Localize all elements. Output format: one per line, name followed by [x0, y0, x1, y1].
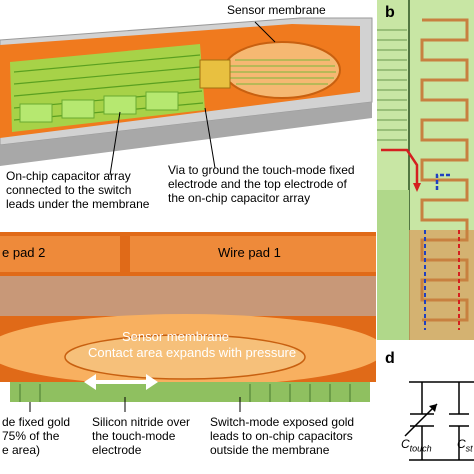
- capacitor-array-line-2: connected to the switch: [6, 182, 132, 197]
- panel-b-layout-illustration: [377, 0, 474, 340]
- separator-vertical: [376, 0, 377, 474]
- bottom-lead-lines: [19, 384, 351, 402]
- fixed-gold-label: de fixed gold 75% of the e area): [2, 415, 71, 457]
- via-line-1: Via to ground the touch-mode fixed: [168, 163, 355, 177]
- variable-arrow-head: [429, 404, 437, 412]
- leader-membrane: [254, 21, 276, 43]
- via-line-3: the on-chip capacitor array: [168, 190, 311, 205]
- panel-b: b: [377, 0, 474, 340]
- panel-d: d Ctouch Cst: [377, 342, 474, 474]
- via-line-2: electrode and the top electrode of: [168, 176, 347, 191]
- c-st-sub: st: [465, 443, 473, 454]
- fixed-gold-line-3: e area): [2, 442, 41, 457]
- variable-arrow-line: [404, 403, 438, 437]
- panel-b-letter: b: [385, 4, 395, 21]
- c-st-main: C: [457, 437, 466, 451]
- switch-mode-label: Switch-mode exposed gold leads to on-chi…: [210, 415, 355, 457]
- c-touch-main: C: [401, 437, 410, 451]
- contact-area: [64, 334, 306, 380]
- wire-pad-1-label: Wire pad 1: [218, 245, 281, 260]
- membrane-label-line-2: Contact area expands with pressure: [88, 345, 297, 360]
- expand-arrow-left: [84, 374, 96, 390]
- c-touch-sub: touch: [409, 443, 432, 454]
- panel-a: Sensor membrane On-chip capacitor array …: [0, 0, 376, 230]
- switch-mode-line-3: outside the membrane: [210, 442, 330, 457]
- capacitor-array-line-1: On-chip capacitor array: [6, 169, 131, 183]
- silicon-nitride-line-3: electrode: [92, 442, 142, 457]
- green-strip: [10, 382, 370, 402]
- membrane-ellipse: [223, 41, 341, 99]
- silicon-nitride-label: Silicon nitride over the touch-mode elec…: [92, 415, 191, 457]
- membrane-label-line-1: Sensor membrane: [122, 329, 229, 344]
- circuit-diagram: [404, 381, 474, 461]
- leader-via: [204, 107, 216, 169]
- expand-arrow-right: [146, 374, 158, 390]
- capacitor-array-line-3: leads under the membrane: [6, 196, 150, 211]
- capacitor-array-label: On-chip capacitor array connected to the…: [6, 169, 150, 211]
- membrane-grid: [228, 59, 336, 85]
- blue-arrow: [435, 173, 452, 190]
- switch-mode-line-1: Switch-mode exposed gold: [210, 415, 355, 429]
- leader-capacitor: [109, 111, 121, 176]
- wire-pad-1-region: [130, 236, 376, 272]
- gray-band: [0, 276, 376, 316]
- panel-d-letter: d: [385, 350, 395, 367]
- panel-c: e pad 2 Wire pad 1 Sensor membrane Conta…: [0, 232, 376, 474]
- separator-horizontal-left: [0, 230, 376, 232]
- sensor-membrane-label: Sensor membrane: [227, 3, 326, 17]
- c-st-label: Cst: [457, 437, 473, 454]
- via-label: Via to ground the touch-mode fixed elect…: [168, 163, 355, 205]
- panel-c-cross-section: [0, 232, 376, 412]
- left-stripes: [377, 29, 407, 141]
- red-arrow: [381, 148, 419, 185]
- panel-a-chip-illustration: [0, 17, 373, 176]
- lower-right-block: [409, 230, 474, 340]
- wire-pad-2-region: [0, 236, 120, 272]
- silicon-nitride-line-2: the touch-mode: [92, 428, 176, 443]
- fixed-gold-line-2: 75% of the: [2, 428, 60, 443]
- c-touch-label: Ctouch: [401, 437, 432, 454]
- via-block: [199, 59, 231, 89]
- lower-left-block: [377, 190, 409, 340]
- red-arrow-head: [413, 183, 421, 192]
- switch-mode-line-2: leads to on-chip capacitors: [210, 428, 353, 443]
- serpentine-trace: [420, 18, 469, 322]
- capacitor-cells: [19, 91, 179, 123]
- wire-pad-2-label: e pad 2: [2, 245, 46, 260]
- fixed-gold-line-1: de fixed gold: [2, 415, 71, 429]
- silicon-nitride-line-1: Silicon nitride over: [92, 415, 191, 429]
- chip-front-face: [0, 102, 372, 166]
